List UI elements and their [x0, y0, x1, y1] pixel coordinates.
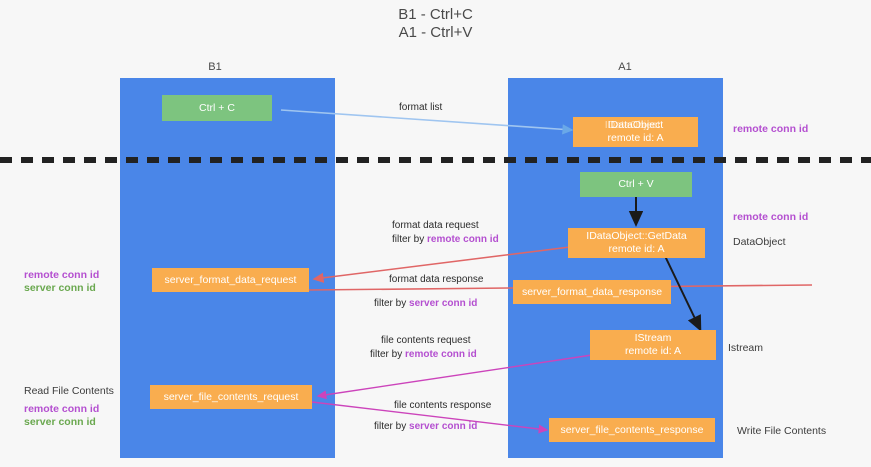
filter-by-text-4: filter by: [374, 421, 410, 432]
node-getdata-line1: IDataObject::GetData: [586, 230, 687, 242]
filter-by-text-3: filter by: [370, 349, 406, 360]
node-getdata[interactable]: IDataObject::GetData remote id: A: [568, 228, 705, 258]
caption-format-data-request: format data request: [392, 220, 479, 231]
node-istream-line1: IStream: [634, 332, 672, 344]
annotation-left-read: Read File Contents: [24, 385, 114, 397]
column-right-name: A1: [618, 61, 632, 73]
caption-file-contents-response: file contents response: [394, 400, 492, 411]
node-ctrl-v-label: Ctrl + V: [618, 178, 654, 190]
filter-by-text-1: filter by: [392, 234, 428, 245]
annotation-right-top-conn: remote conn id: [733, 123, 809, 135]
node-istream-line2: remote id: A: [624, 345, 682, 357]
remote-conn-id-text-2: remote conn id: [405, 349, 477, 360]
annotation-right-write: Write File Contents: [737, 425, 827, 437]
caption-format-data-response: format data response: [389, 274, 484, 285]
node-istream[interactable]: IStream remote id: A: [590, 330, 716, 360]
node-server-file-contents-request[interactable]: server_file_contents_request: [150, 385, 312, 409]
node-ctrl-c-label: Ctrl + C: [199, 101, 235, 114]
caption-format-list: format list: [399, 102, 443, 113]
remote-conn-id-text-1: remote conn id: [427, 234, 499, 245]
node-ctrl-c[interactable]: Ctrl + C: [162, 95, 272, 121]
caption-filter-server-2: filter by server conn id: [374, 421, 477, 432]
page-title: B1 - Ctrl+C A1 - Ctrl+V: [398, 6, 473, 41]
node-idataobject[interactable]: IDataObject IDataObject remote id: A: [573, 117, 698, 147]
node-idataobject-line1-ghost: IDataObject: [604, 119, 661, 131]
node-server-file-contents-response-label: server_file_contents_response: [560, 423, 704, 436]
node-server-format-data-request[interactable]: server_format_data_request: [152, 268, 309, 292]
caption-filter-remote-1: filter by remote conn id: [392, 234, 499, 245]
server-conn-id-text-2: server conn id: [409, 421, 478, 432]
filter-by-text-2: filter by: [374, 298, 410, 309]
caption-filter-remote-2: filter by remote conn id: [370, 349, 477, 360]
annotation-right-dataobject: DataObject: [733, 236, 786, 248]
node-idataobject-line2: remote id: A: [607, 132, 664, 144]
caption-file-contents-request: file contents request: [381, 335, 471, 346]
annotation-left-server-mid: server conn id: [24, 282, 96, 294]
annotation-left-remote-bottom: remote conn id: [24, 403, 100, 415]
node-server-format-data-response[interactable]: server_format_data_response: [513, 280, 671, 304]
server-conn-id-text-1: server conn id: [409, 298, 478, 309]
node-server-file-contents-request-label: server_file_contents_request: [163, 390, 299, 403]
node-getdata-line2: remote id: A: [608, 243, 665, 255]
node-server-format-data-request-label: server_format_data_request: [164, 273, 297, 286]
annotation-left-server-bottom: server conn id: [24, 416, 96, 428]
node-server-file-contents-response[interactable]: server_file_contents_response: [549, 418, 715, 442]
annotation-left-remote-mid: remote conn id: [24, 269, 100, 281]
caption-filter-server-1: filter by server conn id: [374, 298, 477, 309]
node-ctrl-v[interactable]: Ctrl + V: [580, 172, 692, 197]
annotation-right-istream: Istream: [728, 342, 764, 354]
node-idataobject-line1: IDataObject: [607, 119, 664, 131]
node-server-format-data-response-label: server_format_data_response: [521, 285, 663, 298]
column-left-name: B1: [208, 61, 222, 73]
annotation-right-mid-conn: remote conn id: [733, 211, 809, 223]
